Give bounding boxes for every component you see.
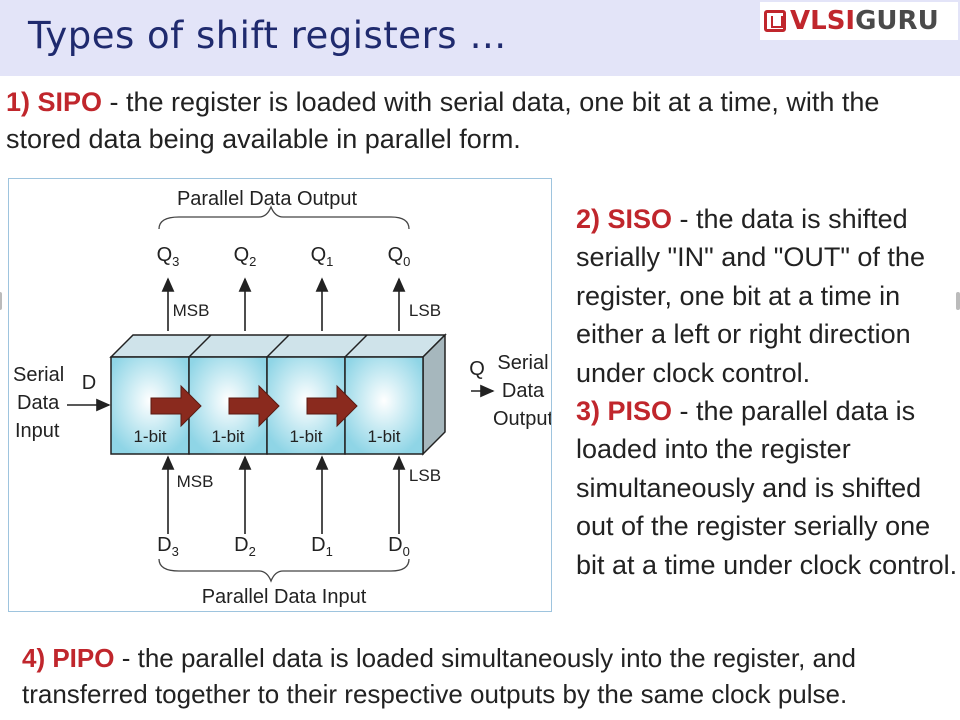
lsb-top-label: LSB	[409, 301, 441, 320]
serial-input-line3: Input	[15, 420, 60, 442]
register-side-face	[422, 333, 446, 456]
serial-input-line1: Serial	[13, 364, 64, 386]
right-edge-mark	[956, 292, 960, 310]
input-d3: D3	[157, 534, 179, 559]
cell-label-0: 1-bit	[133, 427, 166, 446]
piso-text: - the parallel data is loaded into the r…	[576, 396, 958, 580]
sipo-label: 1) SIPO	[6, 87, 103, 117]
serial-output-line1: Serial	[497, 352, 548, 374]
output-q1: Q1	[311, 244, 334, 269]
logo-text-vlsi: VLSI	[790, 6, 856, 36]
serial-input-pin: D	[82, 372, 96, 394]
cell-divider-top-2	[266, 334, 290, 358]
serial-input-line2: Data	[17, 392, 60, 414]
parallel-data-output-label: Parallel Data Output	[177, 188, 358, 210]
input-brace	[158, 558, 410, 583]
cell-label-3: 1-bit	[367, 427, 400, 446]
cell-label-1: 1-bit	[211, 427, 244, 446]
left-edge-mark	[0, 292, 2, 310]
piso-label: 3) PISO	[576, 396, 673, 427]
shift-arrow-1	[228, 384, 280, 428]
input-d0: D0	[388, 534, 410, 559]
output-q2: Q2	[234, 244, 257, 269]
register-cell-3	[344, 356, 424, 455]
input-d2: D2	[234, 534, 256, 559]
msb-top-label: MSB	[173, 301, 210, 320]
cell-divider-top-3	[344, 334, 368, 358]
output-brace	[158, 205, 410, 230]
parallel-data-input-label: Parallel Data Input	[202, 586, 367, 608]
serial-output-line2: Data	[502, 380, 545, 402]
slide-title: Types of shift registers …	[28, 14, 507, 57]
pipo-label: 4) PIPO	[22, 643, 115, 673]
output-q0: Q0	[388, 244, 411, 269]
shift-arrow-2	[306, 384, 358, 428]
siso-text: - the data is shifted serially "IN" and …	[576, 204, 925, 388]
serial-output-pin: Q	[469, 358, 485, 380]
msb-bottom-label: MSB	[177, 472, 214, 491]
shift-arrow-0	[150, 384, 202, 428]
logo-text-guru: GURU	[855, 6, 939, 36]
siso-label: 2) SISO	[576, 204, 673, 234]
input-d1: D1	[311, 534, 333, 559]
pipo-description: 4) PIPO - the parallel data is loaded si…	[22, 640, 942, 712]
cell-divider-top-1	[188, 334, 212, 358]
output-q3: Q3	[157, 244, 180, 269]
lsb-bottom-label: LSB	[409, 466, 441, 485]
pipo-text: - the parallel data is loaded simultaneo…	[22, 643, 856, 709]
serial-output-line3: Output	[493, 408, 551, 430]
sipo-description: 1) SIPO - the register is loaded with se…	[6, 84, 926, 158]
sipo-text: - the register is loaded with serial dat…	[6, 87, 880, 154]
logo-icon	[764, 10, 786, 32]
cell-label-2: 1-bit	[289, 427, 322, 446]
siso-piso-description: 2) SISO - the data is shifted serially "…	[576, 200, 960, 584]
